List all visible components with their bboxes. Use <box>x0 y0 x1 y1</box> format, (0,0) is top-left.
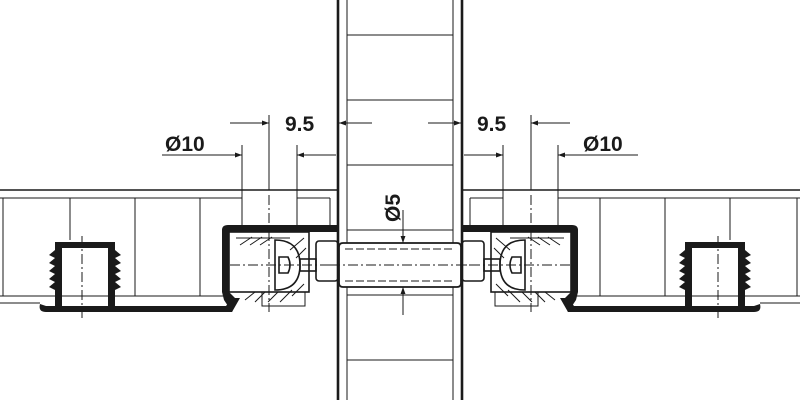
left-diameter-label: Ø10 <box>165 133 205 156</box>
center-panel <box>336 0 464 400</box>
center-diameter-label: Ø5 <box>382 194 405 222</box>
left-distance-label: 9.5 <box>285 113 315 136</box>
dowel-pin <box>330 210 470 315</box>
right-distance-label: 9.5 <box>477 113 507 136</box>
right-diameter-label: Ø10 <box>583 133 623 156</box>
